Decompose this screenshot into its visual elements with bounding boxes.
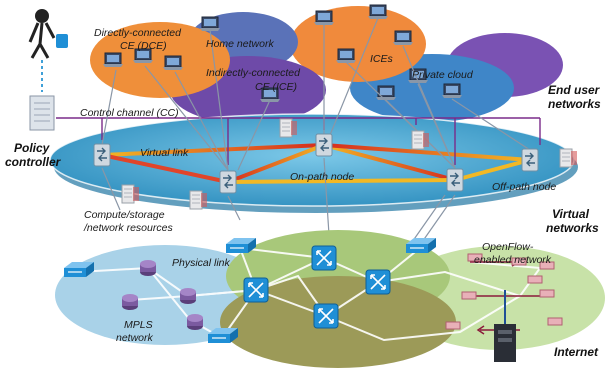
policy-label-line1: Policy — [14, 141, 51, 155]
openflow-label-line2: enabled network — [474, 254, 552, 266]
dce-region — [90, 22, 230, 98]
virtual-networks-label-line1: Virtual — [552, 207, 590, 221]
home-network-label: Home network — [206, 38, 274, 50]
off-path-node-label: Off-path node — [492, 181, 556, 193]
dce-label-line1: Directly-connected — [94, 27, 182, 39]
openflow-switches — [445, 253, 563, 330]
virtual-links — [100, 143, 532, 184]
control-channel-lines — [56, 117, 541, 165]
control-channel-label: Control channel (CC) — [80, 107, 179, 119]
ices-label: ICEs — [370, 53, 394, 65]
internet-label: Internet — [554, 345, 599, 359]
mpls-label-line1: MPLS — [124, 319, 153, 331]
on-path-node-label: On-path node — [290, 171, 354, 183]
mpls-label-line2: network — [116, 332, 154, 344]
policy-controller-server-icon — [29, 95, 55, 131]
robot-user-icon — [28, 9, 68, 59]
dce-label-line2: CE (DCE) — [120, 40, 167, 52]
virtual-network-plane — [50, 114, 574, 206]
policy-label-line2: controller — [5, 155, 62, 169]
physical-link-label: Physical link — [172, 257, 231, 269]
openflow-label-line1: OpenFlow- — [482, 241, 534, 253]
private-cloud-label: Private cloud — [412, 69, 474, 81]
virtual-networks-label-line2: networks — [546, 221, 599, 235]
end-user-label-line2: networks — [548, 97, 601, 111]
end-user-label-line1: End user — [548, 83, 601, 97]
virtual-link-label: Virtual link — [140, 147, 189, 159]
ice-label-line2: CE (ICE) — [255, 81, 297, 93]
ice-label-line1: Indirectly-connected — [206, 67, 301, 79]
openflow-controller-icon — [494, 290, 516, 362]
mapping-lines — [101, 17, 531, 251]
compute-label-line2: /network resources — [83, 222, 173, 234]
compute-label-line1: Compute/storage — [84, 209, 165, 221]
